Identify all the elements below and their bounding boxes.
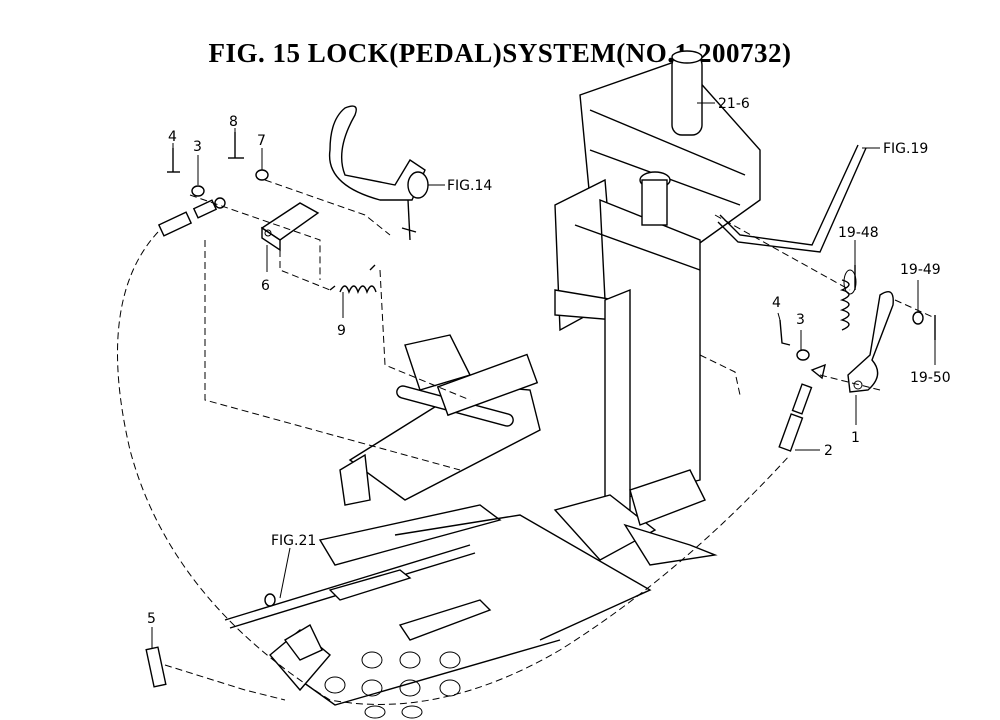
callout-19-48: 19-48 (838, 225, 879, 241)
cable-end-2 (778, 363, 826, 452)
callout-fig21: FIG.21 (271, 533, 316, 549)
lock-cable (117, 231, 791, 705)
pin-4-left (167, 148, 180, 173)
callout-19-50: 19-50 (910, 370, 951, 386)
brake-pedal (328, 105, 429, 241)
lock-arm-part-1 (847, 291, 894, 393)
spring-9 (329, 264, 377, 294)
callout-fig19: FIG.19 (883, 141, 928, 157)
callout-2: 2 (824, 443, 833, 459)
callout-labels: 4 3 8 7 6 9 FIG.14 21-6 FIG.19 19-48 19-… (147, 96, 951, 627)
callout-6: 6 (261, 278, 270, 294)
callout-fig14: FIG.14 (447, 178, 492, 194)
callout-4-right: 4 (772, 295, 781, 311)
pin-8 (228, 132, 244, 159)
return-spring-19-48 (839, 265, 857, 331)
callout-3-right: 3 (796, 312, 805, 328)
callout-3-left: 3 (193, 139, 202, 155)
lock-lever-bracket (269, 624, 331, 692)
washer-19-49 (912, 311, 924, 325)
callout-leaders (151, 102, 936, 648)
callout-19-49: 19-49 (900, 262, 941, 278)
cable-end-left (157, 197, 226, 237)
assembly-guide-lines (164, 179, 936, 701)
callout-9: 9 (337, 323, 346, 339)
washer-3-left (191, 185, 205, 197)
bracket-6 (260, 202, 320, 252)
callout-5: 5 (147, 611, 156, 627)
pedal-shaft-assembly (224, 334, 541, 629)
pin-4-right (779, 319, 791, 346)
callout-21-6: 21-6 (718, 96, 750, 112)
callout-8: 8 (229, 114, 238, 130)
washer-7 (255, 169, 269, 181)
callout-1: 1 (851, 430, 860, 446)
floor-plate (299, 514, 652, 719)
washer-3-right (796, 349, 810, 361)
pin-5 (145, 646, 167, 688)
lock-rod (717, 144, 867, 253)
steering-column-frame (553, 50, 761, 566)
callout-7: 7 (257, 133, 266, 149)
callout-4-left: 4 (168, 129, 177, 145)
